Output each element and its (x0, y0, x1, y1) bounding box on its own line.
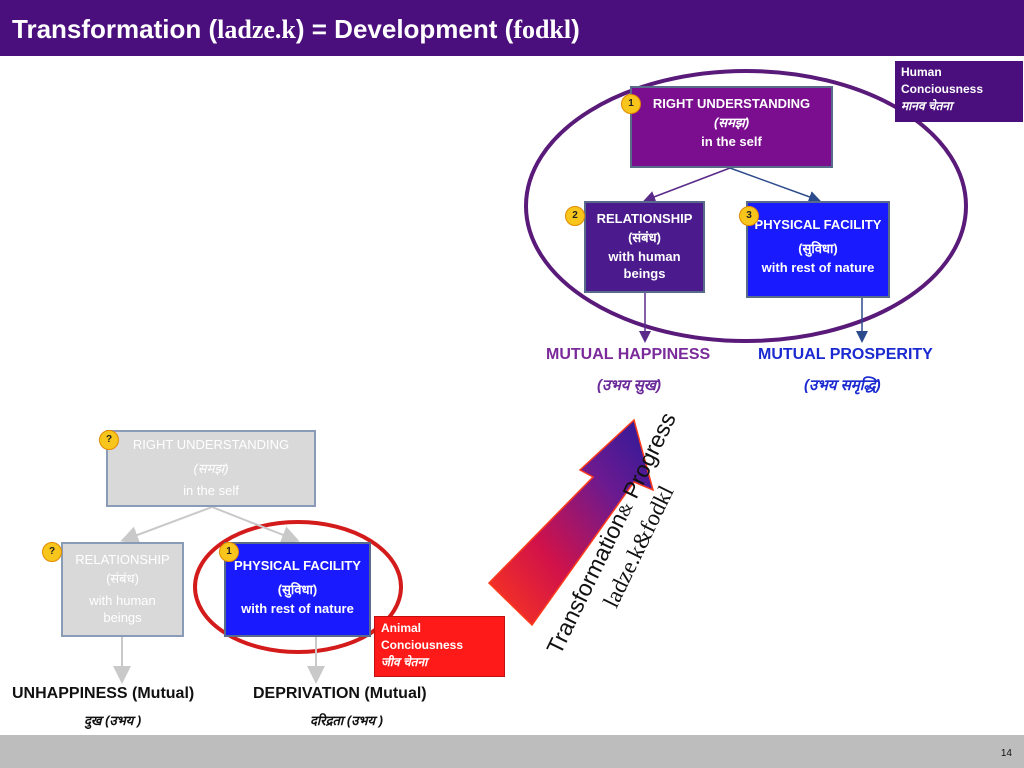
top-rel-badge: 2 (565, 206, 585, 226)
unhappiness-label: UNHAPPINESS (Mutual) (12, 685, 195, 702)
bottom-ru-line-1: RIGHT UNDERSTANDING (132, 437, 290, 452)
page-number: 14 (1000, 748, 1012, 759)
unhappiness-hindi: दुख (उभय ) (84, 713, 142, 728)
bottom-right-understanding-box: RIGHT UNDERSTANDING (समझ) in the self (106, 430, 316, 507)
top-ru-line-1: RIGHT UNDERSTANDING (652, 96, 811, 111)
top-rel-line-3: with human (608, 249, 681, 264)
bottom-pf-line-3: with rest of nature (241, 601, 354, 616)
bottom-rel-badge: ? (42, 542, 62, 562)
bottom-ru-badge: ? (99, 430, 119, 450)
top-rel-line-2: (संबंध) (628, 230, 661, 245)
deprivation-hindi: दरिद्रता (उभय ) (310, 713, 383, 728)
animal-line-2: Conciousness (381, 638, 464, 652)
title-part-2: ) = Development ( (295, 14, 514, 44)
title-part-1: Transformation ( (12, 14, 218, 44)
slide-title: Transformation (ladze.k) = Development (… (12, 14, 580, 45)
top-ru-badge: 1 (621, 94, 641, 114)
mutual-prosperity-label: MUTUAL PROSPERITY (758, 346, 933, 363)
human-line-2: Conciousness (901, 82, 984, 96)
top-pf-line-2: (सुविधा) (798, 241, 838, 256)
title-term-1: ladze.k (217, 15, 296, 44)
bottom-physical-facility-box: PHYSICAL FACILITY (सुविधा) with rest of … (224, 542, 371, 637)
top-connector-left (643, 167, 731, 203)
human-consciousness-label: Human Conciousness मानव चेतना (895, 61, 1023, 122)
title-part-3: ) (571, 14, 580, 44)
bottom-rel-line-3: with human (89, 593, 156, 608)
human-ellipse (524, 69, 968, 343)
top-physical-facility-box: PHYSICAL FACILITY (सुविधा) with rest of … (746, 201, 890, 298)
top-connector-right (729, 167, 821, 203)
top-rel-line-4: beings (623, 266, 666, 281)
bottom-pf-badge: 1 (219, 542, 239, 562)
transformation-arrow (487, 418, 655, 627)
bottom-rel-line-1: RELATIONSHIP (75, 552, 170, 567)
top-relationship-box: RELATIONSHIP (संबंध) with human beings (584, 201, 705, 293)
bottom-ru-line-2: (समझ) (193, 461, 229, 476)
top-rel-line-1: RELATIONSHIP (596, 211, 693, 226)
animal-line-1: Animal (381, 621, 422, 635)
bottom-connector-left (120, 506, 213, 544)
human-line-3: मानव चेतना (901, 99, 953, 113)
animal-line-3: जीव चेतना (381, 655, 428, 669)
top-pf-badge: 3 (739, 206, 759, 226)
top-ru-line-3: in the self (701, 134, 762, 149)
title-bar (0, 0, 1024, 56)
bottom-pf-line-2: (सुविधा) (277, 582, 318, 597)
bottom-ru-line-3: in the self (183, 483, 239, 498)
top-pf-line-3: with rest of nature (761, 260, 875, 275)
bottom-pf-line-1: PHYSICAL FACILITY (234, 558, 361, 573)
mutual-happiness-label: MUTUAL HAPPINESS (546, 346, 711, 363)
top-ru-line-2: (समझ) (713, 115, 750, 130)
human-line-1: Human (901, 65, 942, 79)
bottom-rel-line-2: (संबंध) (106, 571, 139, 586)
footer-bar (0, 735, 1024, 768)
bottom-connector-right (211, 506, 300, 544)
top-pf-line-1: PHYSICAL FACILITY (754, 217, 882, 232)
deprivation-label: DEPRIVATION (Mutual) (253, 685, 427, 702)
top-right-understanding-box: RIGHT UNDERSTANDING (समझ) in the self (630, 86, 833, 168)
mutual-happiness-hindi: (उभय सुख) (597, 377, 662, 394)
mutual-prosperity-hindi: (उभय समृद्धि) (804, 377, 881, 394)
animal-consciousness-label: Animal Conciousness जीव चेतना (374, 616, 505, 677)
bottom-rel-line-4: beings (103, 610, 142, 625)
animal-ellipse (193, 520, 403, 654)
bottom-relationship-box: RELATIONSHIP (संबंध) with human beings (61, 542, 184, 637)
title-term-2: fodkl (513, 15, 572, 44)
